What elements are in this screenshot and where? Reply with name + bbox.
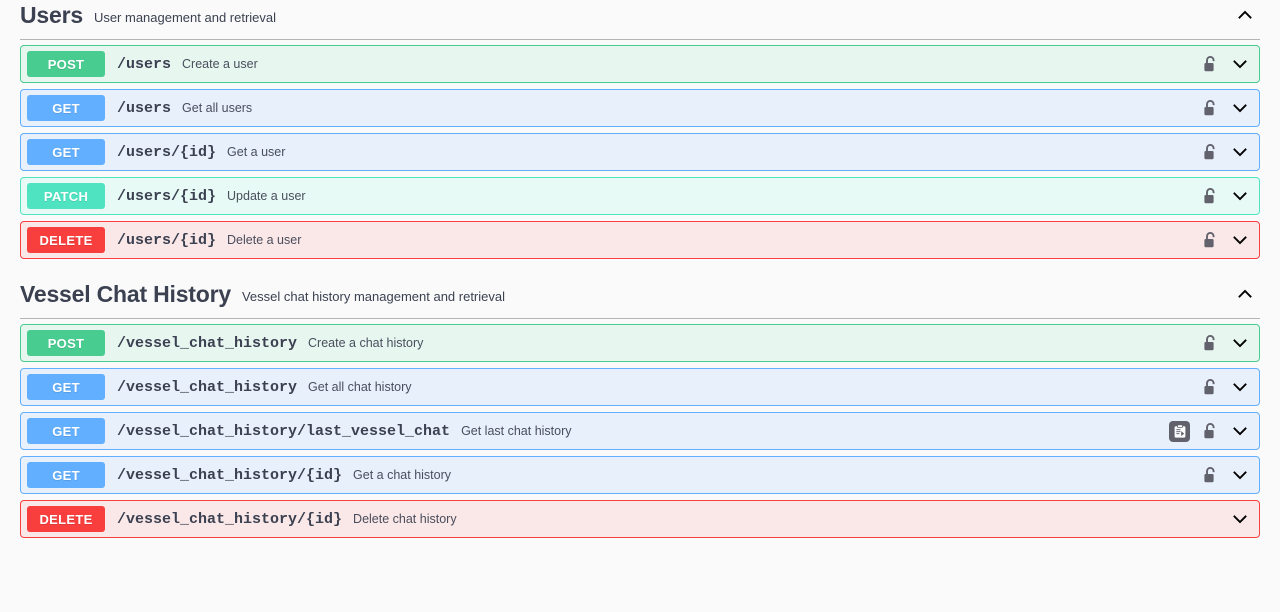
chevron-down-icon[interactable]	[1223, 504, 1257, 534]
unlocked-padlock-icon[interactable]	[1199, 330, 1221, 356]
unlocked-padlock-icon[interactable]	[1199, 374, 1221, 400]
http-method-badge: POST	[27, 51, 105, 77]
operation-summary: Update a user	[227, 189, 306, 203]
operation-summary: Delete chat history	[353, 512, 457, 526]
unlocked-padlock-icon[interactable]	[1199, 462, 1221, 488]
operation-path: /vessel_chat_history/{id}	[117, 466, 343, 484]
http-method-badge: GET	[27, 374, 105, 400]
http-method-badge: PATCH	[27, 183, 105, 209]
chevron-up-icon[interactable]	[1230, 281, 1260, 307]
operation-row[interactable]: POST/vessel_chat_history Create a chat hi…	[20, 324, 1260, 362]
operation-path: /users/{id}	[117, 187, 217, 205]
chevron-down-icon[interactable]	[1223, 93, 1257, 123]
operation-summary: Get all chat history	[308, 380, 412, 394]
chevron-down-icon[interactable]	[1223, 181, 1257, 211]
chevron-up-icon[interactable]	[1230, 2, 1260, 28]
chevron-down-icon[interactable]	[1223, 460, 1257, 490]
clipboard-copy-icon[interactable]	[1169, 420, 1190, 442]
operation-row[interactable]: DELETE/vessel_chat_history/{id} Delete ch…	[20, 500, 1260, 538]
operation-path: /users/{id}	[117, 143, 217, 161]
section-description: Vessel chat history management and retri…	[241, 288, 505, 304]
chevron-down-icon[interactable]	[1223, 372, 1257, 402]
unlocked-padlock-icon[interactable]	[1199, 227, 1221, 253]
unlocked-padlock-icon[interactable]	[1199, 183, 1221, 209]
unlocked-padlock-icon[interactable]	[1199, 51, 1221, 77]
chevron-down-icon[interactable]	[1223, 328, 1257, 358]
section-title[interactable]: Vessel Chat History	[20, 280, 231, 307]
operation-row[interactable]: POST/users Create a user	[20, 45, 1260, 83]
api-tag-section: Vessel Chat History Vessel chat history m…	[8, 259, 1272, 538]
section-header-users[interactable]: Users User management and retrieval	[8, 0, 1272, 30]
http-method-badge: GET	[27, 95, 105, 121]
operation-row[interactable]: GET/users Get all users	[20, 89, 1260, 127]
operation-path: /vessel_chat_history/last_vessel_chat	[117, 422, 451, 440]
section-spacer	[8, 259, 1272, 279]
section-title[interactable]: Users	[20, 1, 83, 28]
operation-path: /vessel_chat_history/{id}	[117, 510, 343, 528]
http-method-badge: DELETE	[27, 506, 105, 532]
operation-path: /users/{id}	[117, 231, 217, 249]
section-divider	[20, 318, 1260, 319]
operation-row[interactable]: DELETE/users/{id} Delete a user	[20, 221, 1260, 259]
operation-summary: Get a chat history	[353, 468, 452, 482]
unlocked-padlock-icon[interactable]	[1199, 139, 1221, 165]
section-divider	[20, 39, 1260, 40]
http-method-badge: GET	[27, 418, 105, 444]
operation-row[interactable]: GET/vessel_chat_history/{id} Get a chat h…	[20, 456, 1260, 494]
chevron-down-icon[interactable]	[1223, 225, 1257, 255]
operation-row[interactable]: GET/vessel_chat_history Get all chat hist…	[20, 368, 1260, 406]
chevron-down-icon[interactable]	[1223, 416, 1257, 446]
operation-row[interactable]: GET/users/{id} Get a user	[20, 133, 1260, 171]
unlocked-padlock-icon[interactable]	[1199, 418, 1221, 444]
http-method-badge: GET	[27, 139, 105, 165]
operation-row[interactable]: PATCH/users/{id} Update a user	[20, 177, 1260, 215]
operation-path: /vessel_chat_history	[117, 378, 298, 396]
operation-path: /vessel_chat_history	[117, 334, 298, 352]
http-method-badge: POST	[27, 330, 105, 356]
operation-summary: Get last chat history	[461, 424, 572, 438]
operation-summary: Create a user	[182, 57, 258, 71]
operation-summary: Get all users	[182, 101, 253, 115]
unlocked-padlock-icon[interactable]	[1199, 95, 1221, 121]
chevron-down-icon[interactable]	[1223, 49, 1257, 79]
section-description: User management and retrieval	[93, 9, 277, 25]
operation-row[interactable]: GET/vessel_chat_history/last_vessel_chat…	[20, 412, 1260, 450]
operation-summary: Get a user	[227, 145, 286, 159]
operation-path: /users	[117, 55, 172, 73]
http-method-badge: DELETE	[27, 227, 105, 253]
http-method-badge: GET	[27, 462, 105, 488]
chevron-down-icon[interactable]	[1223, 137, 1257, 167]
section-header-vessel-chat-history[interactable]: Vessel Chat History Vessel chat history m…	[8, 279, 1272, 309]
operation-summary: Delete a user	[227, 233, 302, 247]
operation-path: /users	[117, 99, 172, 117]
operation-list: POST/vessel_chat_history Create a chat hi…	[8, 324, 1272, 538]
operation-summary: Create a chat history	[308, 336, 424, 350]
